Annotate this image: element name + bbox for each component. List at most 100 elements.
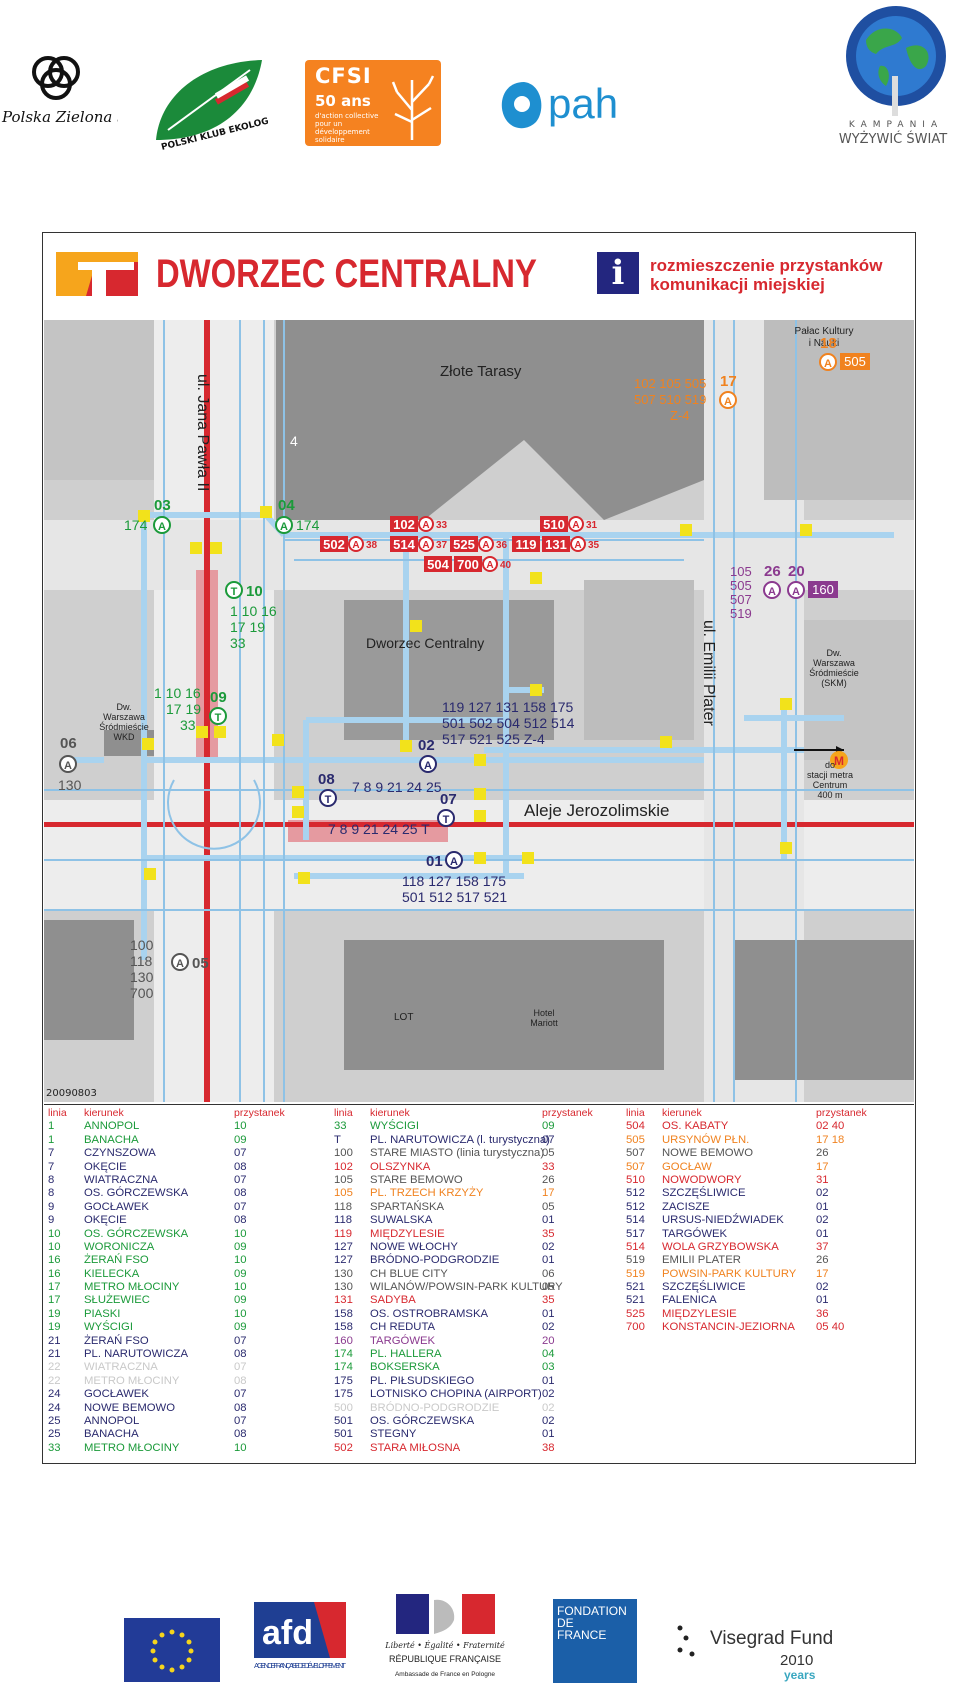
direction: CH REDUTA	[370, 1321, 436, 1334]
line-number: 10	[48, 1240, 61, 1253]
direction: BRÓDNO-PODGRODZIE	[370, 1254, 500, 1267]
direction: OS. OSTROBRAMSKA	[370, 1307, 489, 1320]
svg-text:afd: afd	[262, 1614, 313, 1652]
stop-number: 10	[234, 1441, 247, 1454]
stop-number: 01	[816, 1294, 829, 1307]
tram-icon-07	[437, 809, 455, 827]
direction: METRO MŁOCINY	[84, 1441, 180, 1454]
direction: SPARTAŃSKA	[370, 1200, 445, 1213]
svg-text:T: T	[325, 794, 332, 806]
stop-number: 01	[542, 1374, 555, 1387]
direction: STARA MIŁOSNA	[370, 1441, 461, 1454]
stop-number: 17	[816, 1160, 829, 1173]
direction: BANACHA	[84, 1428, 139, 1441]
stop-10-label: 10	[246, 583, 263, 600]
direction: BANACHA	[84, 1133, 139, 1146]
line-number: 504	[626, 1120, 645, 1133]
line-number: 521	[626, 1294, 645, 1307]
building-lot	[344, 940, 664, 1070]
svg-text:105: 105	[730, 564, 752, 579]
svg-text:514: 514	[393, 537, 415, 552]
svg-text:A: A	[176, 958, 184, 970]
stop-number: 02	[816, 1214, 829, 1227]
stop-number: 10	[234, 1281, 247, 1294]
line-number: 519	[626, 1267, 645, 1280]
stop-number: 33	[542, 1160, 555, 1173]
stop-number: 26	[542, 1173, 555, 1186]
header-linia: linia	[334, 1107, 353, 1119]
svg-text:130: 130	[130, 969, 154, 985]
line-number: 25	[48, 1428, 61, 1441]
stop-number: 07	[542, 1133, 555, 1146]
stop-number: 05	[542, 1147, 555, 1160]
direction: NOWE BEMOWO	[84, 1401, 175, 1414]
direction: TARGÓWEK	[662, 1227, 728, 1240]
svg-text:501 512 517 521: 501 512 517 521	[402, 889, 507, 905]
direction: WIATRACZNA	[84, 1173, 158, 1186]
stop-number: 07	[234, 1334, 247, 1347]
visegrad-fund-logo: Visegrad Fund 2010 years	[676, 1600, 836, 1682]
direction: EMILII PLATER	[662, 1254, 741, 1267]
svg-text:510: 510	[543, 517, 565, 532]
stop-number: 09	[234, 1294, 247, 1307]
svg-text:AGENCE FRANÇAISE DE DÉVELOPPEM: AGENCE FRANÇAISE DE DÉVELOPPEMENT	[254, 1661, 346, 1670]
map-header: DWORZEC CENTRALNY i rozmieszczenie przys…	[44, 234, 914, 320]
svg-text:507: 507	[730, 592, 752, 607]
svg-text:Z-4: Z-4	[670, 408, 690, 423]
svg-text:A: A	[574, 540, 581, 551]
line-number: 19	[48, 1321, 61, 1334]
line-number: 33	[334, 1120, 347, 1133]
walkways	[64, 512, 894, 960]
stop-number: 02	[816, 1187, 829, 1200]
svg-text:160: 160	[812, 582, 834, 597]
bus-icon-26	[763, 581, 781, 599]
line-number: 501	[334, 1414, 353, 1427]
red-stops: 102 A 33 510 A 31 502 A 38 514 A 37 525 …	[320, 516, 600, 572]
stop-number: 37	[816, 1240, 829, 1253]
line-number: 25	[48, 1414, 61, 1427]
info-line-2: komunikacji miejskiej	[650, 275, 825, 294]
polski-klub-ekologiczny-logo: POLSKI KLUB EKOLOGICZNY	[150, 56, 300, 153]
line-number: 8	[48, 1173, 55, 1186]
direction: ŻERAŃ FSO	[84, 1334, 149, 1347]
label-zlote-tarasy: Złote Tarasy	[440, 363, 522, 380]
svg-text:stacji metra: stacji metra	[807, 770, 853, 780]
svg-text:A: A	[768, 586, 776, 598]
header-kierunek: kierunek	[370, 1107, 410, 1119]
bus-icon-02	[419, 755, 437, 773]
svg-text:517 521 525 Z-4: 517 521 525 Z-4	[442, 731, 545, 747]
svg-text:400 m: 400 m	[817, 790, 842, 800]
direction: ANNOPOL	[84, 1120, 140, 1133]
stop-number: 01	[816, 1200, 829, 1213]
direction: WIATRACZNA	[84, 1361, 158, 1374]
fondation-de-france-logo: FONDATION DE FRANCE	[553, 1599, 637, 1683]
stop-number: 04	[542, 1348, 555, 1361]
info-line-1: rozmieszczenie przystanków	[650, 256, 883, 275]
direction: OS. KABATY	[662, 1120, 729, 1133]
direction: SUWALSKA	[370, 1214, 433, 1227]
pah-logo: pah	[496, 76, 656, 136]
direction: METRO MŁOCINY	[84, 1281, 180, 1294]
line-number: 131	[334, 1294, 353, 1307]
direction: KIELECKA	[84, 1267, 140, 1280]
line-number: 507	[626, 1160, 645, 1173]
cfsi-title: CFSI	[315, 64, 372, 88]
